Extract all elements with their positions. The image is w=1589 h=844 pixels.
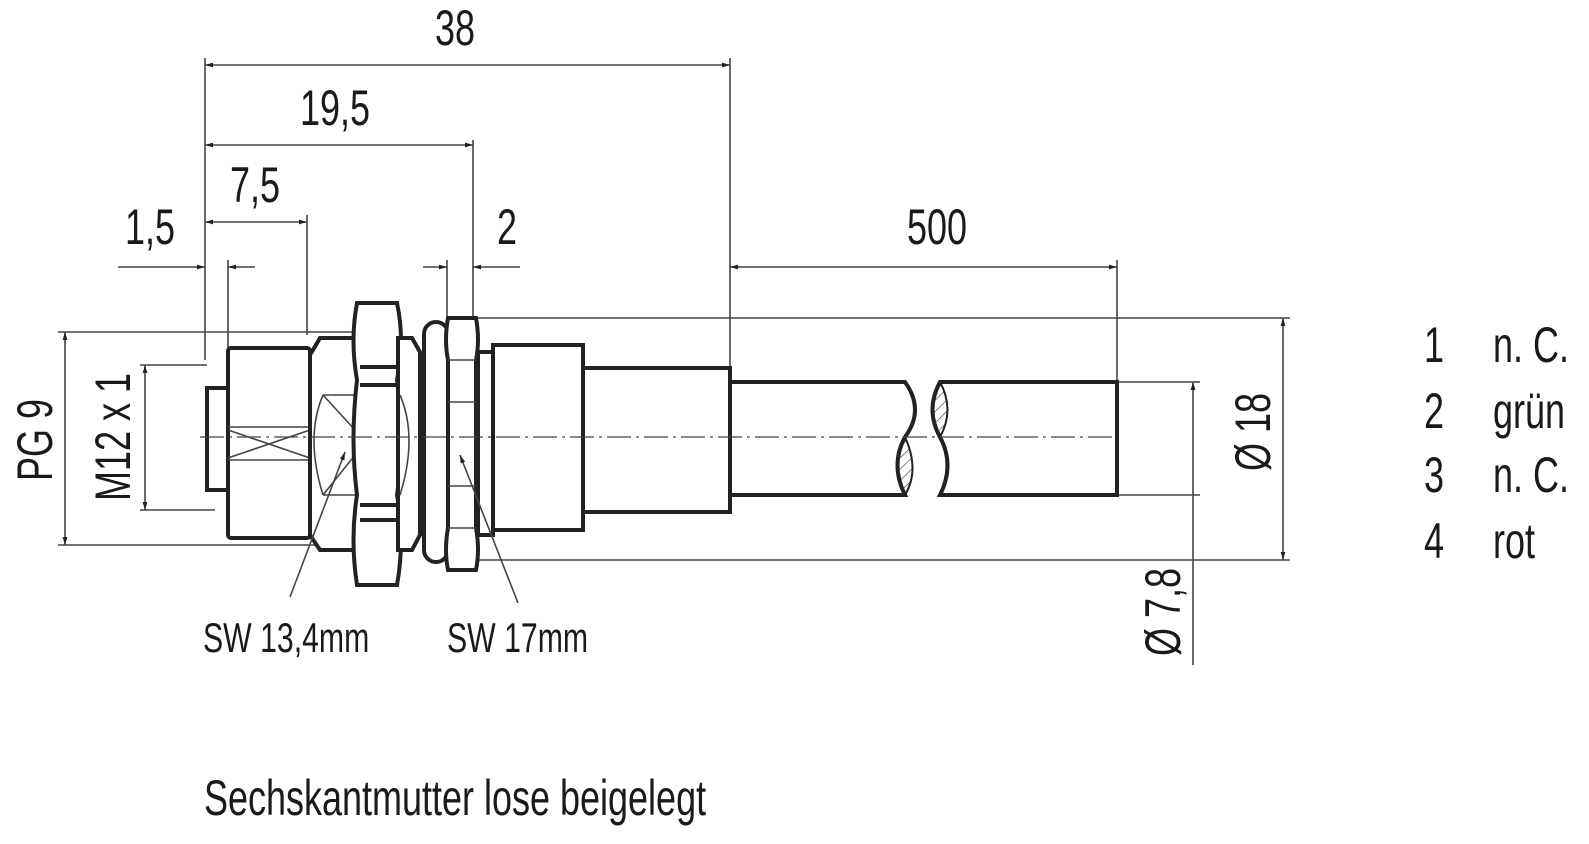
cable-left [728, 380, 917, 497]
pin-number: 3 [1424, 448, 1444, 503]
dim-thread-pg: PG 9 [8, 399, 63, 481]
dim-overall-length: 38 [435, 1, 475, 56]
o-ring [422, 320, 450, 564]
pin-wire: rot [1493, 514, 1535, 569]
pinout-table: 1 n. C. 2 grün 3 n. C. 4 rot [1424, 318, 1569, 569]
dim-thread-m12: M12 x 1 [86, 373, 141, 501]
contact-face [205, 386, 230, 492]
connector [200, 301, 1119, 587]
strain-relief [581, 366, 732, 514]
pin-number: 4 [1424, 514, 1444, 569]
dim-length-to-nut: 19,5 [300, 81, 370, 136]
dim-cable-diameter: Ø 7,8 [1136, 568, 1191, 656]
dim-nut-thickness: 2 [497, 200, 517, 255]
label-wrench-small: SW 13,4mm [203, 614, 369, 661]
extension-lines [58, 58, 1290, 561]
pin-wire: grün [1493, 384, 1565, 439]
pin-number: 2 [1424, 384, 1444, 439]
leaders [289, 451, 519, 604]
coupling-body [226, 346, 312, 540]
dim-outer-diameter: Ø 18 [1226, 393, 1281, 471]
hex-body-13-4 [308, 336, 360, 552]
hex-nut-17 [444, 316, 480, 572]
label-wrench-large: SW 17mm [447, 614, 588, 661]
pin-wire: n. C. [1493, 448, 1569, 503]
hex-nut-large [351, 301, 403, 587]
dim-length-body: 7,5 [230, 158, 280, 213]
cable-right [930, 380, 1119, 497]
pin-number: 1 [1424, 318, 1444, 373]
dim-cable-length: 500 [907, 200, 967, 255]
pin-wire: n. C. [1493, 318, 1569, 373]
dim-front-offset: 1,5 [125, 200, 175, 255]
dimension-lines [62, 62, 1286, 665]
note-text: Sechskantmutter lose beigelegt [204, 771, 706, 826]
